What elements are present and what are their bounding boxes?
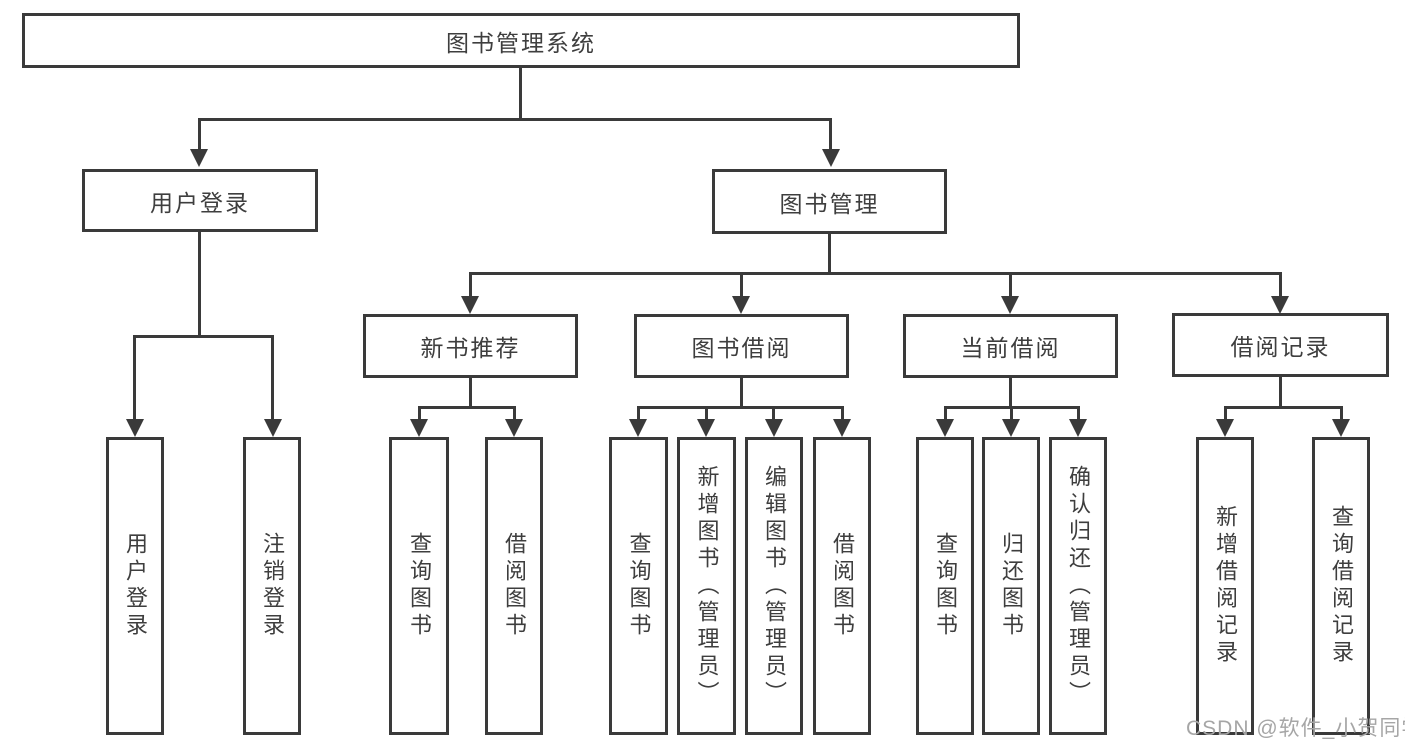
arrow-down-icon (822, 149, 840, 167)
node-book-management: 图书管理 (712, 169, 947, 234)
connector-line (772, 406, 775, 420)
connector-line (133, 335, 274, 338)
connector-line (519, 68, 522, 118)
connector-line (1340, 406, 1343, 420)
leaf-add-borrow-record-label: 新增借阅记录 (1213, 505, 1238, 667)
connector-line (469, 272, 472, 297)
connector-line (1010, 406, 1013, 420)
leaf-borrow-books-recommend-label: 借阅图书 (502, 532, 527, 640)
node-user-login: 用户登录 (82, 169, 318, 232)
connector-line (1224, 406, 1227, 420)
connector-line (1224, 406, 1343, 409)
leaf-confirm-return-admin-label: 确认归还（管理员） (1066, 464, 1091, 708)
csdn-watermark: CSDN @软件_小贺同学 (1186, 717, 1405, 740)
arrow-down-icon (410, 419, 428, 437)
leaf-query-books-borrowing: 查询图书 (609, 437, 668, 735)
leaf-return-books-label: 归还图书 (999, 532, 1024, 640)
arrow-down-icon (765, 419, 783, 437)
connector-line (418, 406, 516, 409)
leaf-edit-books-admin-label: 编辑图书（管理员） (762, 464, 787, 708)
node-library-management-system: 图书管理系统 (22, 13, 1020, 68)
leaf-add-books-admin: 新增图书（管理员） (677, 437, 736, 735)
leaf-return-books: 归还图书 (982, 437, 1040, 735)
leaf-query-books-recommend: 查询图书 (389, 437, 449, 735)
arrow-down-icon (264, 419, 282, 437)
leaf-add-borrow-record: 新增借阅记录 (1196, 437, 1254, 735)
arrow-down-icon (1332, 419, 1350, 437)
node-new-book-recommend: 新书推荐 (363, 314, 578, 378)
leaf-borrow-books-label: 借阅图书 (830, 532, 855, 640)
arrow-down-icon (1001, 296, 1019, 314)
connector-line (944, 406, 947, 420)
leaf-query-books-borrowing-label: 查询图书 (626, 532, 652, 640)
connector-line (1009, 378, 1012, 407)
connector-line (829, 118, 832, 150)
connector-line (469, 378, 472, 407)
connector-line (418, 406, 421, 420)
arrow-down-icon (732, 296, 750, 314)
connector-line (1077, 406, 1080, 420)
connector-line (469, 272, 1281, 275)
arrow-down-icon (1271, 296, 1289, 314)
node-book-borrowing: 图书借阅 (634, 314, 849, 378)
connector-line (705, 406, 708, 420)
arrow-down-icon (461, 296, 479, 314)
arrow-down-icon (629, 419, 647, 437)
node-borrowing-records: 借阅记录 (1172, 313, 1389, 377)
connector-line (271, 335, 274, 419)
leaf-query-borrow-record-label: 查询借阅记录 (1329, 505, 1354, 667)
leaf-logout: 注销登录 (243, 437, 301, 735)
leaf-query-books-current: 查询图书 (916, 437, 974, 735)
leaf-edit-books-admin: 编辑图书（管理员） (745, 437, 803, 735)
connector-line (841, 406, 844, 420)
connector-line (133, 335, 136, 419)
leaf-add-books-admin-label: 新增图书（管理员） (694, 464, 720, 708)
leaf-user-login: 用户登录 (106, 437, 164, 735)
arrow-down-icon (697, 419, 715, 437)
connector-line (198, 118, 832, 121)
connector-line (1279, 377, 1282, 407)
leaf-query-books-current-label: 查询图书 (933, 532, 958, 640)
leaf-logout-label: 注销登录 (260, 532, 285, 640)
arrow-down-icon (1069, 419, 1087, 437)
leaf-borrow-books-recommend: 借阅图书 (485, 437, 543, 735)
node-current-borrowing: 当前借阅 (903, 314, 1118, 378)
connector-line (740, 272, 743, 297)
connector-line (637, 406, 640, 420)
leaf-confirm-return-admin: 确认归还（管理员） (1049, 437, 1107, 735)
connector-line (637, 406, 844, 409)
arrow-down-icon (126, 419, 144, 437)
connector-line (198, 232, 201, 335)
arrow-down-icon (1002, 419, 1020, 437)
arrow-down-icon (505, 419, 523, 437)
connector-line (198, 118, 201, 150)
arrow-down-icon (936, 419, 954, 437)
leaf-user-login-label: 用户登录 (123, 532, 148, 640)
arrow-down-icon (833, 419, 851, 437)
arrow-down-icon (1216, 419, 1234, 437)
leaf-query-books-recommend-label: 查询图书 (407, 532, 432, 640)
connector-line (740, 378, 743, 407)
connector-line (828, 234, 831, 272)
connector-line (1279, 272, 1282, 297)
arrow-down-icon (190, 149, 208, 167)
connector-line (513, 406, 516, 420)
leaf-query-borrow-record: 查询借阅记录 (1312, 437, 1370, 735)
connector-line (1009, 272, 1012, 297)
leaf-borrow-books: 借阅图书 (813, 437, 871, 735)
